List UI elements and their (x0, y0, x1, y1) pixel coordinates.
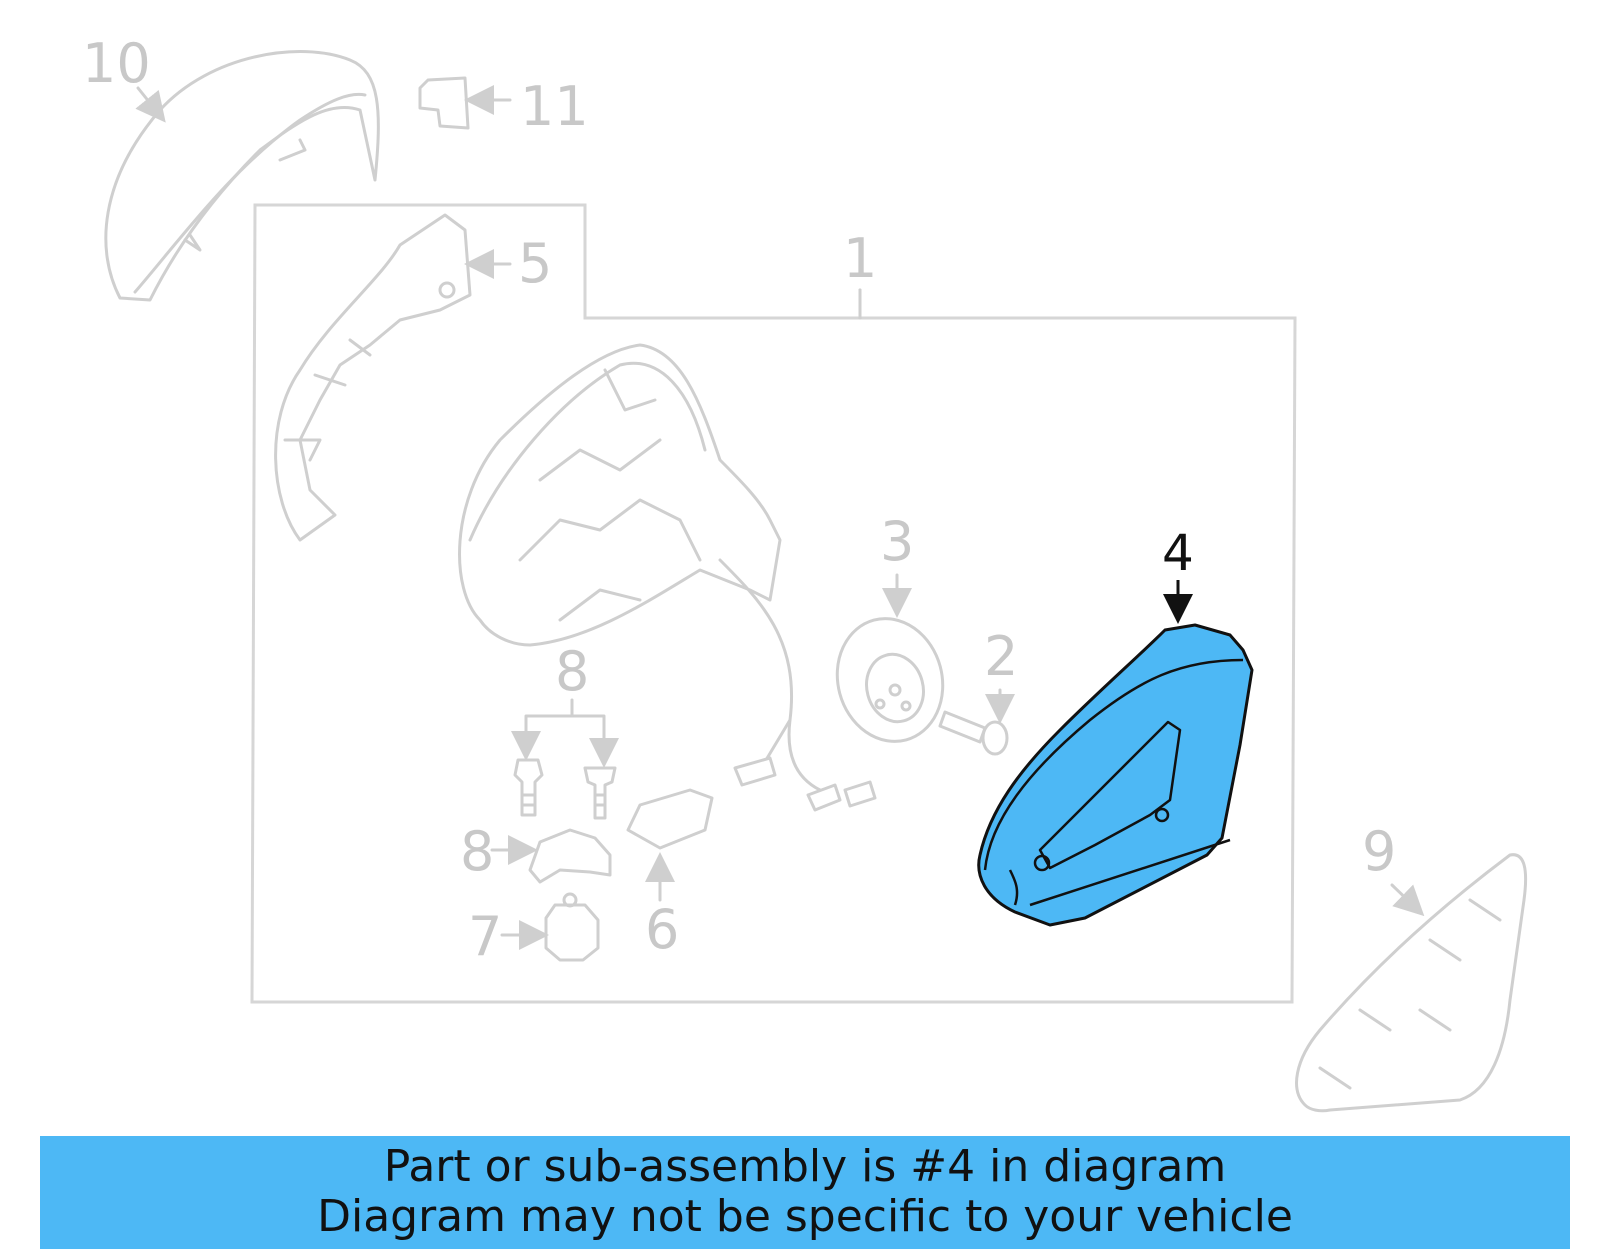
banner-line-1: Part or sub-assembly is #4 in diagram (383, 1141, 1227, 1192)
part-2-screw (938, 710, 1009, 756)
callout-8a: 8 (555, 640, 589, 703)
leader-9 (1390, 883, 1425, 917)
callout-10: 10 (82, 32, 151, 95)
callout-4: 4 (1162, 524, 1194, 582)
part-10-cover (104, 50, 380, 302)
callout-2: 2 (984, 625, 1018, 688)
part-8-bolts (513, 698, 617, 820)
callout-6: 6 (645, 898, 679, 961)
part-1-housing (458, 343, 877, 812)
callout-5: 5 (518, 232, 552, 295)
part-3-motor (835, 617, 945, 743)
assembly-box (250, 203, 1297, 1004)
part-11-clip (418, 76, 470, 130)
part-5-frame (274, 213, 472, 542)
banner-line-2: Diagram may not be specific to your vehi… (317, 1191, 1293, 1242)
callout-9: 9 (1362, 820, 1396, 883)
leader-10 (135, 86, 166, 123)
part-8-bracket (528, 828, 612, 884)
callout-1: 1 (843, 227, 877, 290)
callout-8b: 8 (460, 820, 494, 883)
part-7-actuator (544, 892, 600, 962)
callout-3: 3 (880, 510, 914, 573)
part-4-mirror-holder (977, 623, 1254, 927)
part-9-glass (1295, 853, 1528, 1113)
part-6-connector (626, 788, 714, 850)
callout-7: 7 (468, 905, 502, 968)
callout-11: 11 (520, 75, 589, 138)
info-banner: Part or sub-assembly is #4 in diagram Di… (40, 1136, 1570, 1249)
